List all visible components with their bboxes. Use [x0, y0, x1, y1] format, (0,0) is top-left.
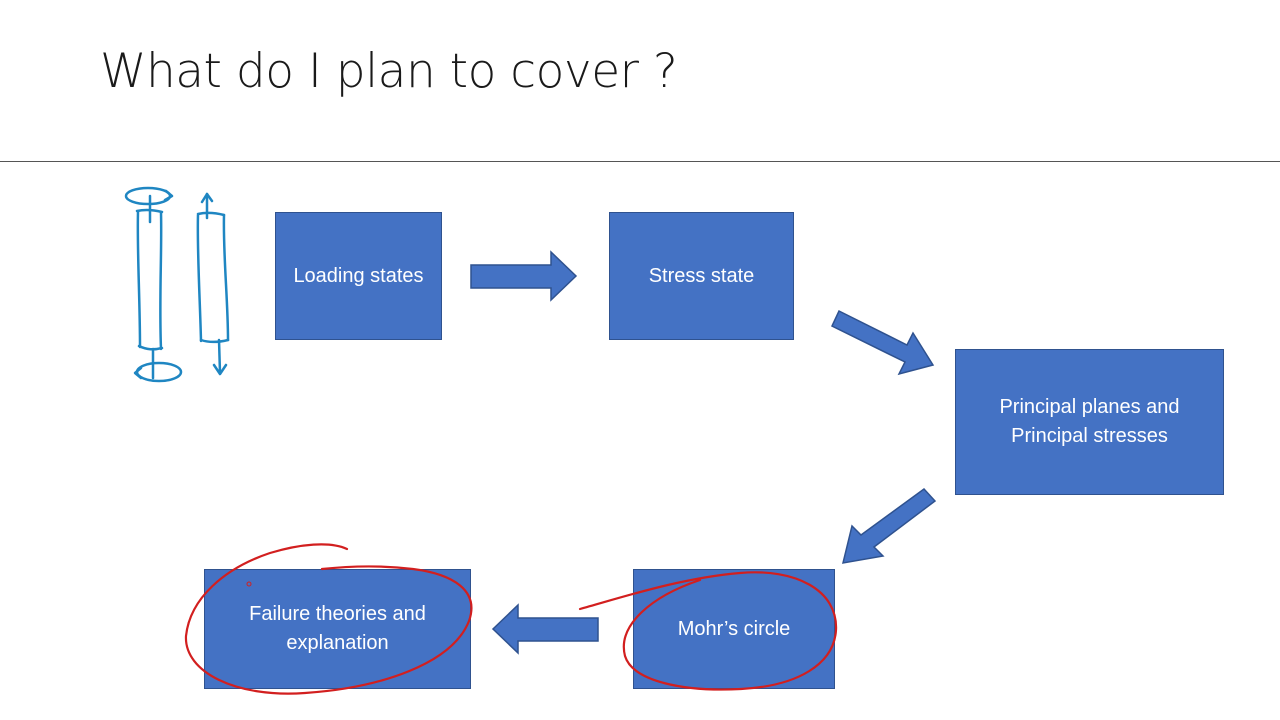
box-loading-states-label: Loading states — [293, 264, 424, 287]
box-stress-state-label: Stress state — [648, 264, 755, 287]
box-stress-state[interactable]: Stress state — [609, 212, 794, 340]
box-loading-states[interactable]: Loading states — [275, 212, 442, 340]
arrow-down-right-icon — [831, 309, 935, 376]
box-mohrs-circle-label: Mohr’s circle — [677, 617, 791, 640]
slide-title: What do I plan to cover ? — [100, 44, 678, 99]
box-failure-theories-label: Failure theories and explanation — [249, 603, 426, 654]
box-principal-planes[interactable]: Principal planes and Principal stresses — [955, 349, 1224, 495]
arrow-down-left-icon — [842, 487, 937, 564]
column-sketch-icon — [124, 186, 230, 383]
box-mohrs-circle[interactable]: Mohr’s circle — [633, 569, 835, 689]
arrow-right-icon — [470, 250, 578, 302]
arrow-left-icon — [491, 603, 599, 655]
box-failure-theories[interactable]: Failure theories and explanation — [204, 569, 471, 689]
box-principal-planes-label: Principal planes and Principal stresses — [999, 396, 1180, 447]
title-divider — [0, 161, 1280, 162]
